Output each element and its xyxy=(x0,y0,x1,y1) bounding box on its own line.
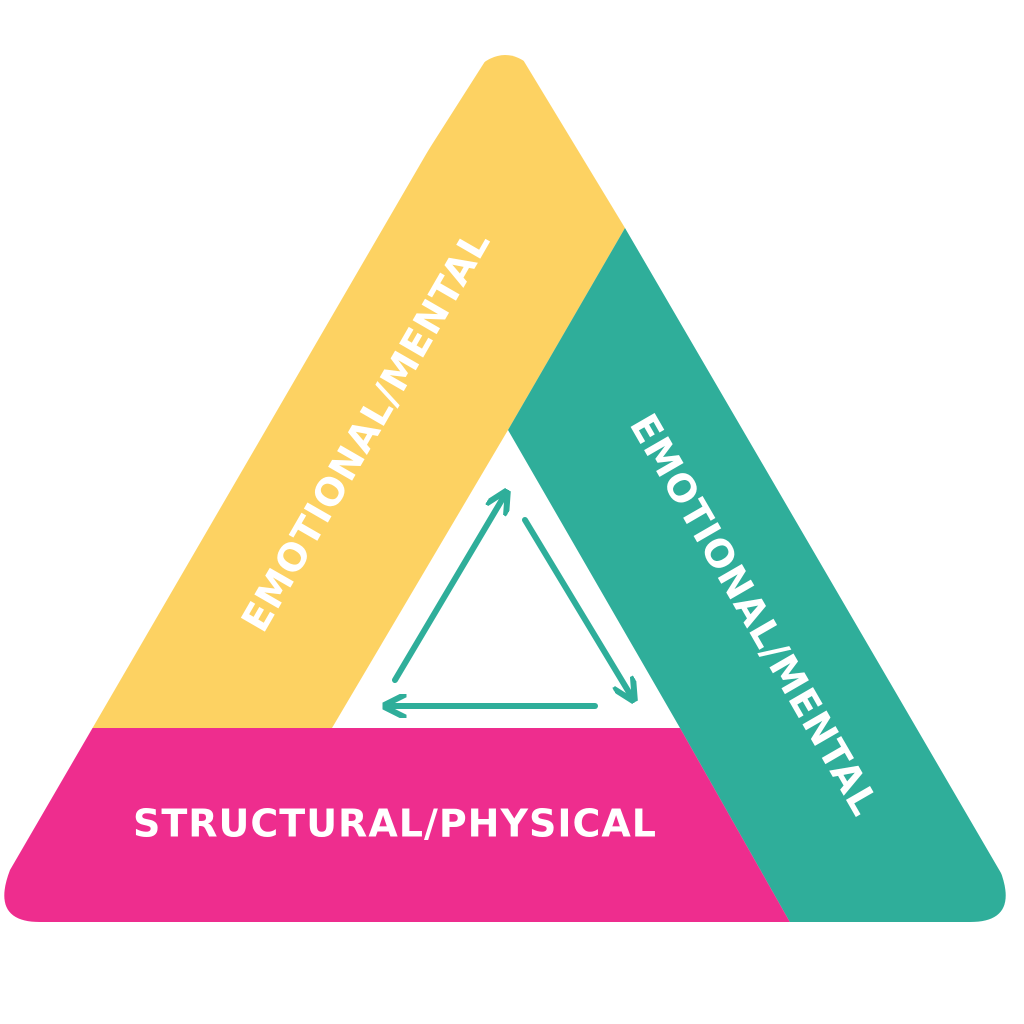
arrow-up-icon xyxy=(392,498,503,683)
arrow-down-icon xyxy=(522,517,630,694)
yellow-segment xyxy=(60,55,625,728)
bottom-segment-label: STRUCTURAL/PHYSICAL xyxy=(133,802,657,846)
pink-segment xyxy=(4,728,800,922)
teal-segment xyxy=(508,228,1006,922)
cycle-arrows-icon xyxy=(392,498,630,706)
